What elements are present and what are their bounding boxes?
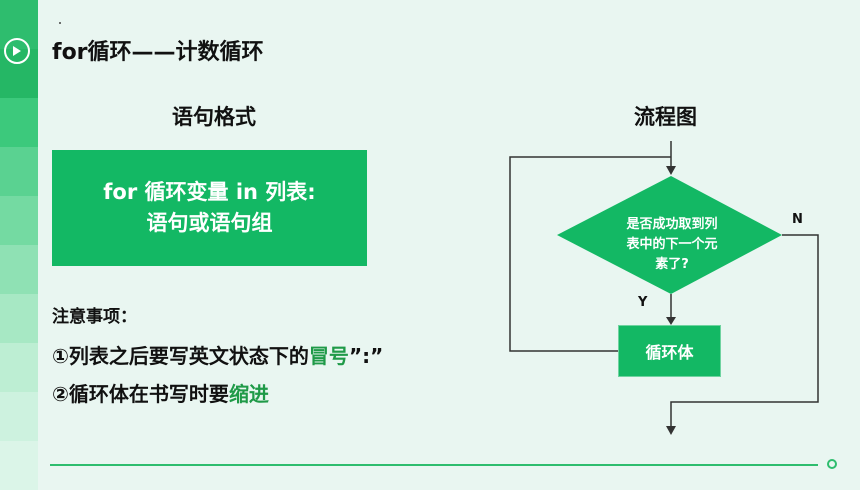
yes-label: Y (638, 295, 648, 310)
footer-line (50, 464, 818, 466)
note-1: ①列表之后要写英文状态下的冒号”:” (52, 340, 383, 369)
syntax-line-2: 语句或语句组 (146, 211, 273, 235)
condition-line-2: 表中的下一个元 (626, 237, 718, 252)
entry-arrowhead (666, 166, 676, 175)
condition-diamond (557, 176, 782, 294)
no-branch-line (670, 234, 819, 428)
slide-title: for循环——计数循环 (52, 40, 264, 65)
loop-body-box: 循环体 (618, 325, 721, 377)
note-1-suffix: ”:” (348, 344, 384, 368)
decorative-dot (59, 22, 61, 24)
condition-line-3: 素了? (655, 257, 689, 272)
note-2: ②循环体在书写时要缩进 (52, 378, 269, 407)
notes-heading: 注意事项： (52, 307, 137, 327)
side-stripe (0, 0, 38, 490)
no-label: N (792, 212, 803, 227)
condition-text: 是否成功取到列 表中的下一个元 素了? (596, 215, 748, 275)
flowchart-heading: 流程图 (634, 105, 697, 129)
play-circle-icon[interactable] (4, 38, 30, 64)
note-1-highlight: 冒号 (308, 344, 349, 368)
syntax-line-1: for 循环变量 in 列表: (103, 180, 316, 204)
yes-arrowhead (666, 317, 676, 325)
footer-circle-icon (827, 459, 837, 469)
condition-line-1: 是否成功取到列 (626, 217, 718, 232)
note-1-text: ①列表之后要写英文状态下的 (52, 344, 309, 368)
loop-back-line (509, 156, 671, 352)
exit-arrowhead (666, 426, 676, 435)
syntax-heading: 语句格式 (172, 105, 256, 129)
note-2-text: ②循环体在书写时要 (52, 382, 229, 406)
syntax-box: for 循环变量 in 列表: 语句或语句组 (52, 150, 367, 266)
note-2-highlight: 缩进 (228, 382, 269, 406)
